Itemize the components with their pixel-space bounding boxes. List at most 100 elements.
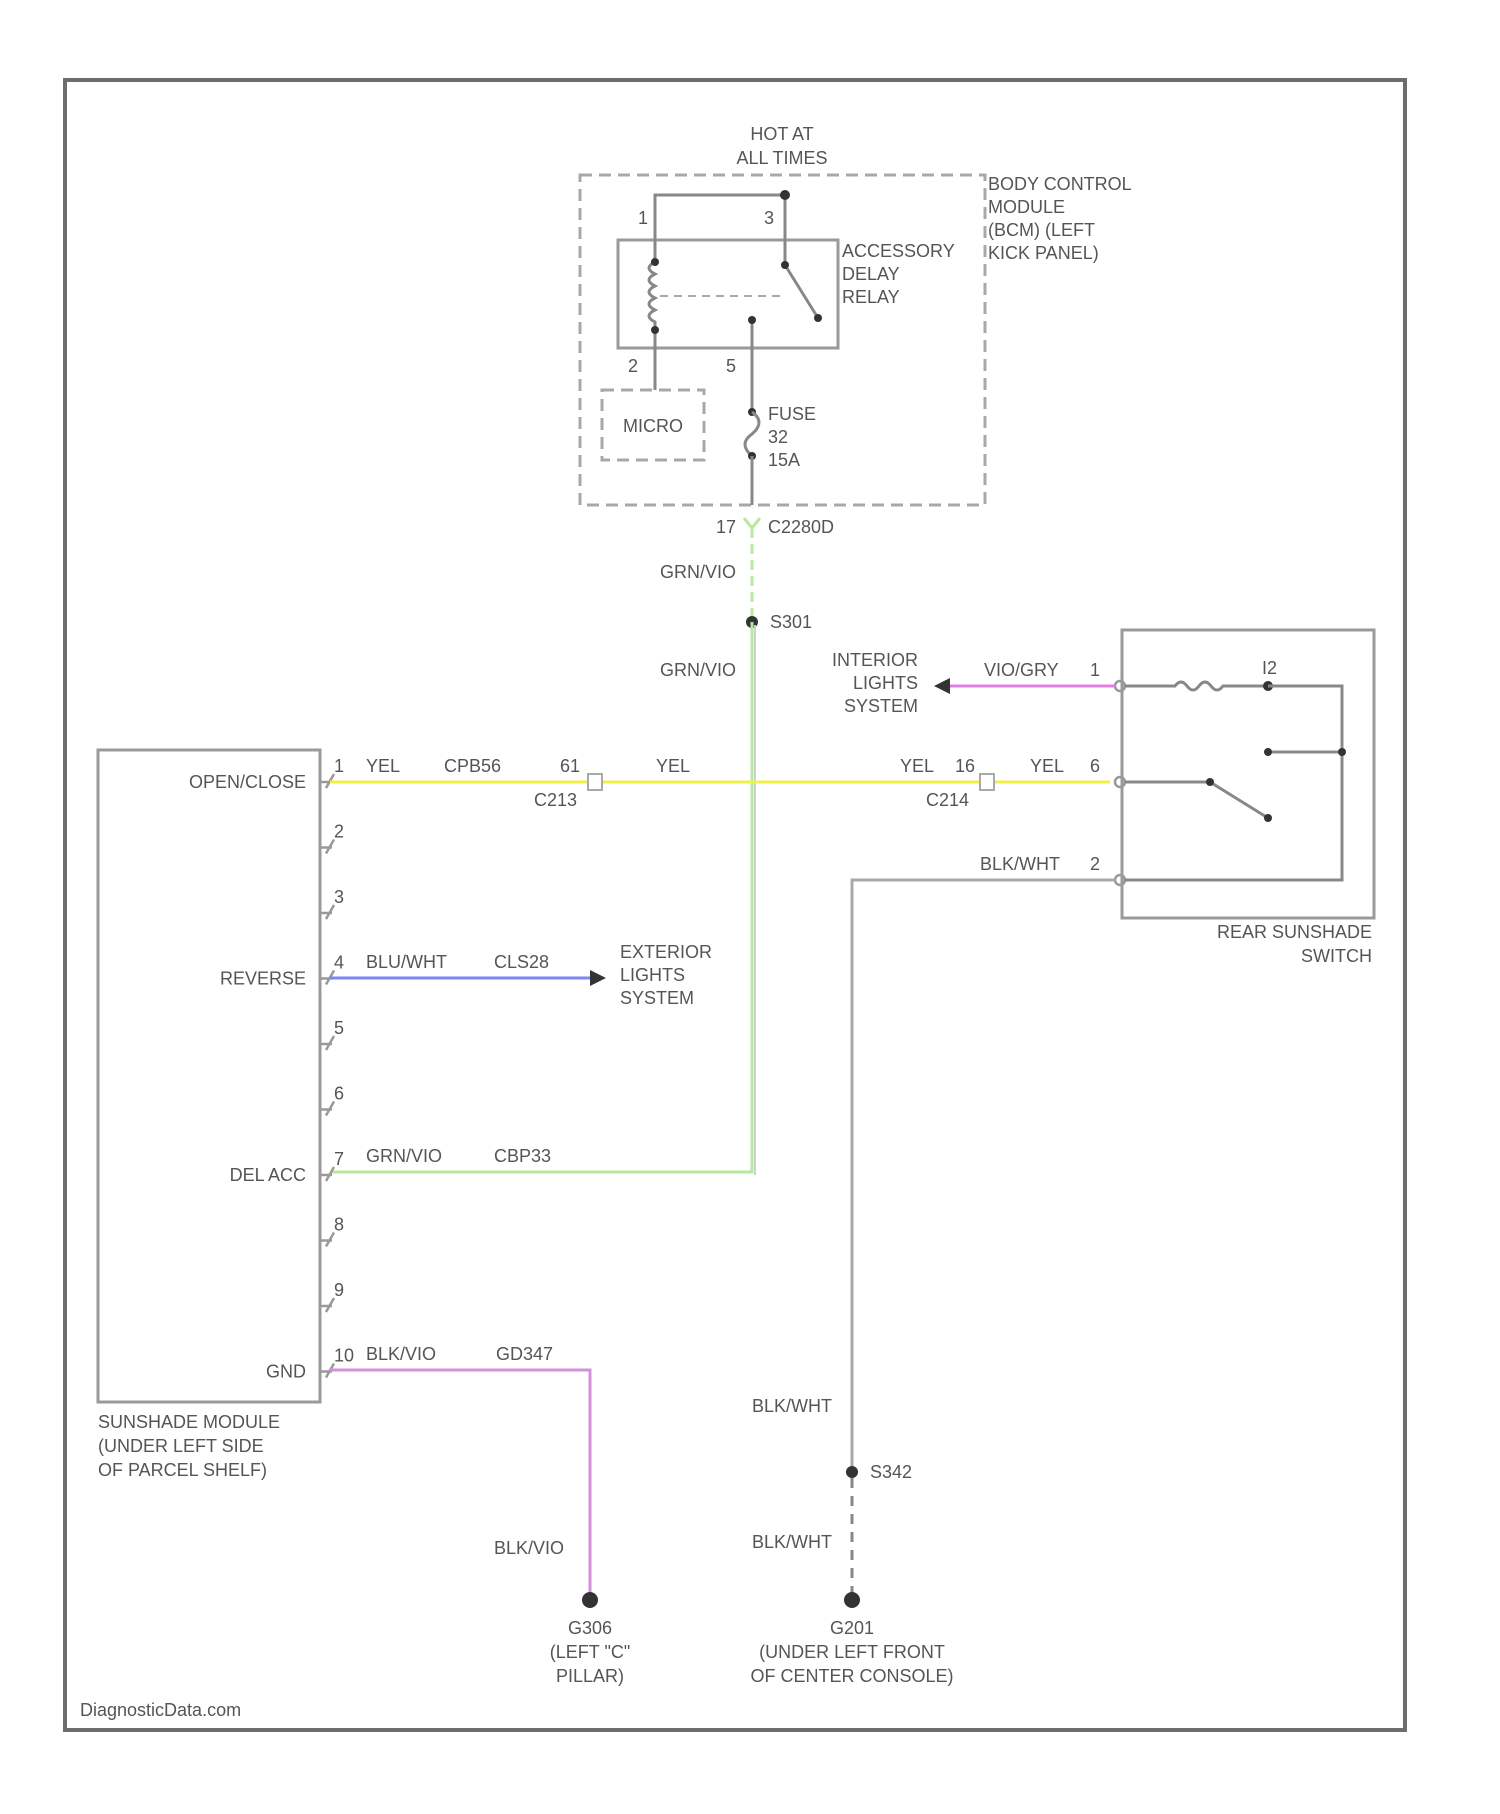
pin10-color: BLK/VIO xyxy=(366,1344,436,1364)
relay-contact xyxy=(785,240,818,318)
module-pin-6-stub xyxy=(320,1102,334,1116)
supply-node xyxy=(780,190,790,200)
diagram-frame xyxy=(65,80,1405,1730)
module-pin-2-stub xyxy=(320,840,334,854)
coil-top-node xyxy=(651,258,659,266)
gnd-switch-color: BLK/WHT xyxy=(980,854,1060,874)
interior-line-2: LIGHTS xyxy=(853,673,918,693)
body-control-module: HOT AT ALL TIMES BODY CONTROL MODULE (BC… xyxy=(580,124,1132,505)
power-label-2: ALL TIMES xyxy=(736,148,827,168)
rear-switch-name-2: SWITCH xyxy=(1301,946,1372,966)
pin4-circuit: CLS28 xyxy=(494,952,549,972)
gnd-module-lower-color: BLK/VIO xyxy=(494,1538,564,1558)
c2280d-connector xyxy=(744,518,760,528)
sunshade-name-3: OF PARCEL SHELF) xyxy=(98,1460,267,1480)
interior-line-3: SYSTEM xyxy=(844,696,918,716)
interior-arrow xyxy=(934,678,950,694)
module-pin-5-number: 5 xyxy=(334,1018,344,1038)
pin10-circuit: GD347 xyxy=(496,1344,553,1364)
c214-connector xyxy=(980,774,994,790)
sunshade-name-1: SUNSHADE MODULE xyxy=(98,1412,280,1432)
switch-fixed-node xyxy=(1264,748,1272,756)
bcm-name-line-4: KICK PANEL) xyxy=(988,243,1099,263)
splice-s342-label: S342 xyxy=(870,1462,912,1482)
sunshade-module-box xyxy=(98,750,320,1402)
c214-out-color: YEL xyxy=(1030,756,1064,776)
switch-arm-tip xyxy=(1264,814,1272,822)
c214-in-color: YEL xyxy=(900,756,934,776)
pin1-color: YEL xyxy=(366,756,400,776)
g201-loc-2: OF CENTER CONSOLE) xyxy=(750,1666,953,1686)
c213-connector xyxy=(588,774,602,790)
micro-label: MICRO xyxy=(623,416,683,436)
module-pin-10-number: 10 xyxy=(334,1346,354,1366)
pin7-color: GRN/VIO xyxy=(366,1146,442,1166)
g306-loc-2: PILLAR) xyxy=(556,1666,624,1686)
module-pin-1-function: OPEN/CLOSE xyxy=(189,772,306,792)
rear-switch-outer xyxy=(1122,630,1374,918)
g201-loc-1: (UNDER LEFT FRONT xyxy=(759,1642,945,1662)
c2280d-pin: 17 xyxy=(716,517,736,537)
wire-blk-wht-switch-ground xyxy=(852,880,1115,1470)
sunshade-name-2: (UNDER LEFT SIDE xyxy=(98,1436,264,1456)
pin4-color: BLU/WHT xyxy=(366,952,447,972)
ground-g201 xyxy=(844,1592,860,1608)
module-pin-3-number: 3 xyxy=(334,887,344,907)
contact-pivot xyxy=(781,261,789,269)
interior-color: VIO/GRY xyxy=(984,660,1059,680)
sunshade-module-pins: OPEN/CLOSE23REVERSE456DEL ACC789GND10 xyxy=(189,772,354,1382)
relay-name-line-3: RELAY xyxy=(842,287,900,307)
switch-pin-6: 6 xyxy=(1090,756,1100,776)
c213-pin: 61 xyxy=(560,756,580,776)
fuse-label-3: 15A xyxy=(768,450,800,470)
relay-pin-5: 5 xyxy=(726,356,736,376)
module-pin-5-stub xyxy=(320,1036,334,1050)
module-pin-7-number: 7 xyxy=(334,1149,344,1169)
switch-pivot xyxy=(1206,778,1214,786)
fuse-32 xyxy=(745,412,759,456)
relay-pin-2: 2 xyxy=(628,356,638,376)
wire-grn-vio-to-module xyxy=(332,622,752,1172)
relay-name-line-2: DELAY xyxy=(842,264,900,284)
wire-label-bcm-out: GRN/VIO xyxy=(660,562,736,582)
switch-pin-1: 1 xyxy=(1090,660,1100,680)
bcm-name-line-3: (BCM) (LEFT xyxy=(988,220,1095,240)
exterior-line-3: SYSTEM xyxy=(620,988,694,1008)
switch-contact-arm xyxy=(1125,782,1268,818)
module-pin-3-stub xyxy=(320,905,334,919)
g201-id: G201 xyxy=(830,1618,874,1638)
coil-bottom-node xyxy=(651,326,659,334)
relay-pin-3: 3 xyxy=(764,208,774,228)
contact-tip xyxy=(814,314,822,322)
wire-blk-vio-ground xyxy=(330,1370,590,1598)
wire-label-below-splice: GRN/VIO xyxy=(660,660,736,680)
c213-out-color: YEL xyxy=(656,756,690,776)
gnd-upper-color: BLK/WHT xyxy=(752,1396,832,1416)
illumination-lamp xyxy=(1125,682,1265,690)
module-pin-4-number: 4 xyxy=(334,953,344,973)
module-pin-8-number: 8 xyxy=(334,1215,344,1235)
g306-id: G306 xyxy=(568,1618,612,1638)
splice-s301-label: S301 xyxy=(770,612,812,632)
interior-line-1: INTERIOR xyxy=(832,650,918,670)
module-pin-9-number: 9 xyxy=(334,1280,344,1300)
c214-pin: 16 xyxy=(955,756,975,776)
ground-g306 xyxy=(582,1592,598,1608)
exterior-line-2: LIGHTS xyxy=(620,965,685,985)
power-label-1: HOT AT xyxy=(750,124,813,144)
module-pin-6-number: 6 xyxy=(334,1084,344,1104)
fuse-label-2: 32 xyxy=(768,427,788,447)
g306-loc-1: (LEFT "C" xyxy=(550,1642,630,1662)
c213-label: C213 xyxy=(534,790,577,810)
c214-label: C214 xyxy=(926,790,969,810)
splice-s342 xyxy=(846,1466,858,1478)
bcm-name-line-2: MODULE xyxy=(988,197,1065,217)
rear-switch-name-1: REAR SUNSHADE xyxy=(1217,922,1372,942)
module-pin-7-function: DEL ACC xyxy=(230,1165,306,1185)
watermark: DiagnosticData.com xyxy=(80,1700,241,1720)
fuse-label-1: FUSE xyxy=(768,404,816,424)
module-pin-7-stub xyxy=(320,1167,334,1181)
pin7-circuit: CBP33 xyxy=(494,1146,551,1166)
exterior-arrow xyxy=(590,970,606,986)
